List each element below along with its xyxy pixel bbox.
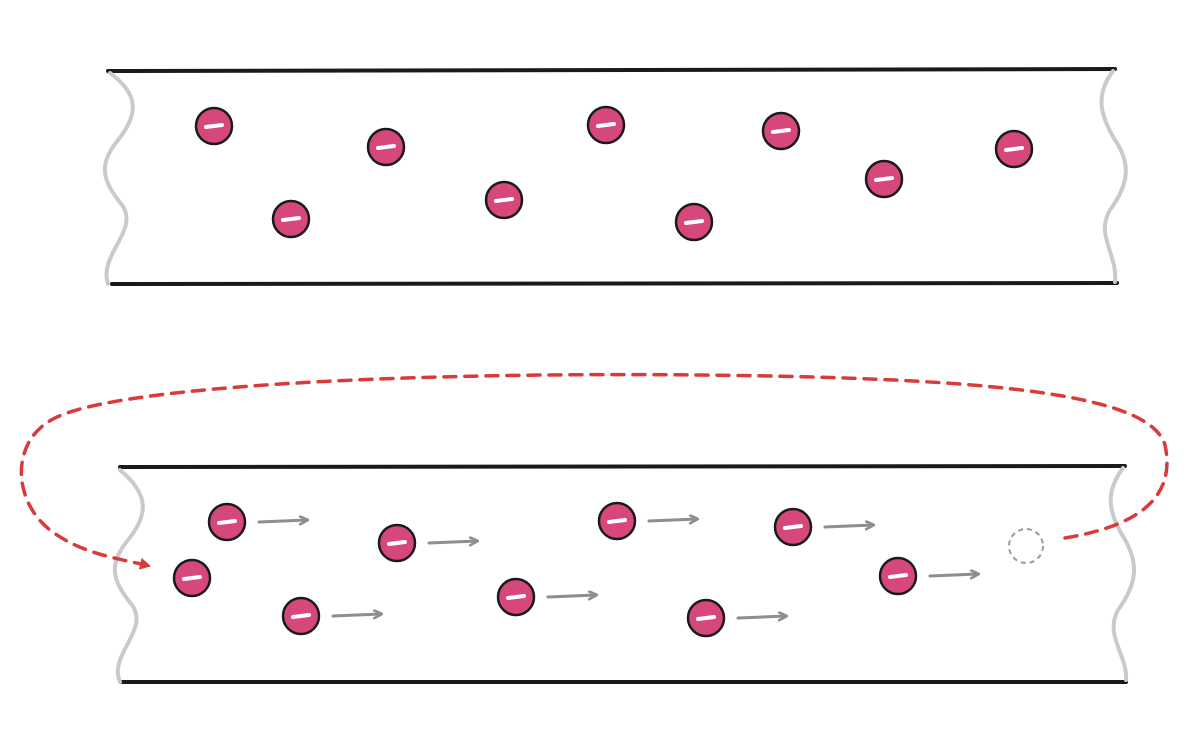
drift-arrow (331, 614, 381, 616)
wire-cut-left (112, 468, 145, 684)
electron-negative-sign (506, 594, 526, 600)
drift-arrow (546, 595, 596, 597)
electron (864, 159, 904, 199)
electron (994, 129, 1034, 169)
electron (761, 111, 801, 151)
electron-negative-sign (1004, 146, 1024, 152)
drift-arrow (427, 541, 477, 543)
electron-negative-sign (387, 540, 407, 546)
wire-current (112, 464, 1136, 684)
electron-negative-sign (596, 122, 616, 128)
electron-negative-sign (771, 128, 791, 134)
electron (878, 556, 978, 596)
electron-negative-sign (494, 197, 514, 203)
electron (686, 598, 786, 638)
electron-negative-sign (376, 144, 396, 150)
electron-negative-sign (607, 518, 627, 524)
electron (377, 523, 477, 563)
wire-bottom-edge (110, 281, 1119, 286)
drift-arrow (736, 616, 786, 618)
electron-group-current (172, 501, 978, 638)
electron (172, 558, 212, 598)
electron-negative-sign (696, 615, 716, 621)
electron-negative-sign (217, 519, 237, 525)
electron-negative-sign (888, 573, 908, 579)
electron-negative-sign (291, 613, 311, 619)
electron (366, 127, 406, 167)
return-path-arrow (19, 372, 1169, 570)
electron-negative-sign (684, 219, 704, 225)
drift-arrow (928, 574, 978, 576)
drift-arrow (823, 525, 873, 527)
electron (674, 202, 714, 242)
electron (496, 577, 596, 617)
electron (586, 105, 626, 145)
electron-group-idle (194, 105, 1034, 242)
drift-arrow (257, 520, 307, 522)
electron (597, 501, 697, 541)
electron-negative-sign (281, 216, 301, 222)
electron-negative-sign (182, 575, 202, 581)
electron (281, 596, 381, 636)
electron-negative-sign (204, 123, 224, 129)
wire-idle (102, 67, 1128, 286)
electron (484, 180, 524, 220)
electron (194, 106, 234, 146)
electron (773, 507, 873, 547)
wire-top-edge (106, 67, 1117, 73)
electron-negative-sign (783, 524, 803, 530)
electron-vacancy (1008, 528, 1044, 564)
wire-cut-left (102, 71, 135, 286)
drift-arrow (647, 519, 697, 521)
wire-cut-right (1108, 466, 1136, 682)
electron (271, 199, 311, 239)
wire-top-edge (118, 464, 1127, 469)
electron (207, 502, 307, 542)
wire-cut-right (1099, 69, 1128, 284)
electron-negative-sign (874, 176, 894, 182)
